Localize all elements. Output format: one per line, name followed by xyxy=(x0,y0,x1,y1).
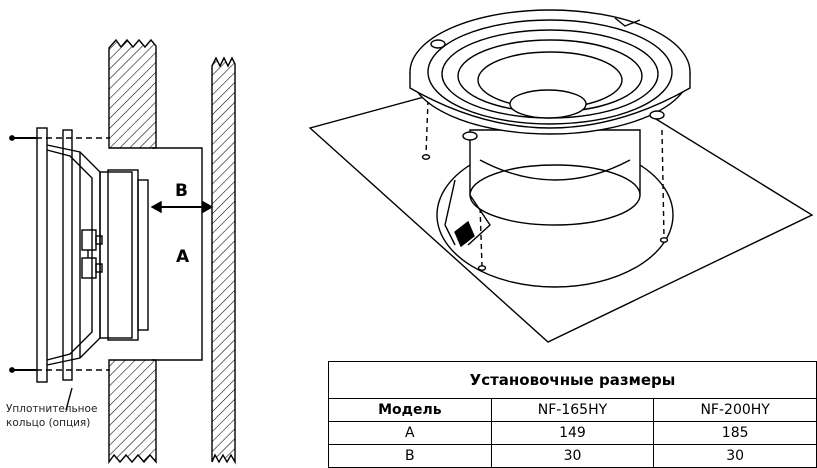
screw-hole-3 xyxy=(659,237,669,243)
row-a-value-1: 149 xyxy=(490,420,655,445)
cross-section-drawing xyxy=(9,38,236,465)
row-name-b: B xyxy=(328,443,492,468)
gasket-ring xyxy=(62,129,73,381)
arrow-head-left xyxy=(150,200,162,214)
col-header-model: Модель xyxy=(328,397,492,422)
model-1: NF-165HY xyxy=(490,397,655,422)
speaker-dustcap xyxy=(509,89,587,119)
label-a: A xyxy=(176,247,190,267)
caption-pointer xyxy=(65,387,73,411)
model-2: NF-200HY xyxy=(653,397,817,422)
row-b-value-2: 30 xyxy=(653,443,817,468)
label-b: B xyxy=(175,181,188,201)
caption-line-2: кольцо (опция) xyxy=(6,417,91,429)
gasket-caption: Уплотнительное кольцо (опция) xyxy=(6,402,97,430)
screw-hole-1 xyxy=(421,154,431,160)
caption-line-1: Уплотнительное xyxy=(6,403,98,415)
row-name-a: A xyxy=(328,420,492,445)
speaker-flange xyxy=(36,127,48,383)
screw-hole-2 xyxy=(477,265,487,271)
table-row: A 149 185 xyxy=(328,420,817,445)
arrow-head-right xyxy=(202,200,214,214)
table-title-row: Установочные размеры xyxy=(328,361,817,399)
dimensions-table: Установочные размеры Модель NF-165HY NF-… xyxy=(328,361,817,468)
row-b-value-1: 30 xyxy=(490,443,655,468)
wall-lower-hatch xyxy=(108,359,157,465)
terminal-bottom xyxy=(81,257,97,279)
speaker-wires xyxy=(444,179,491,246)
back-wall-hatch xyxy=(211,56,236,465)
wall-upper-hatch xyxy=(108,38,157,149)
dimensions-table-wrap: Установочные размеры Модель NF-165HY NF-… xyxy=(328,361,817,468)
terminal-top xyxy=(81,229,97,251)
speaker-magnet xyxy=(99,171,133,339)
dimension-a-bracket xyxy=(152,147,203,361)
table-header-row: Модель NF-165HY NF-200HY xyxy=(328,397,817,422)
row-a-value-2: 185 xyxy=(653,420,817,445)
table-title: Установочные размеры xyxy=(328,361,817,399)
perspective-drawing xyxy=(308,9,814,343)
table-row: B 30 30 xyxy=(328,443,817,468)
